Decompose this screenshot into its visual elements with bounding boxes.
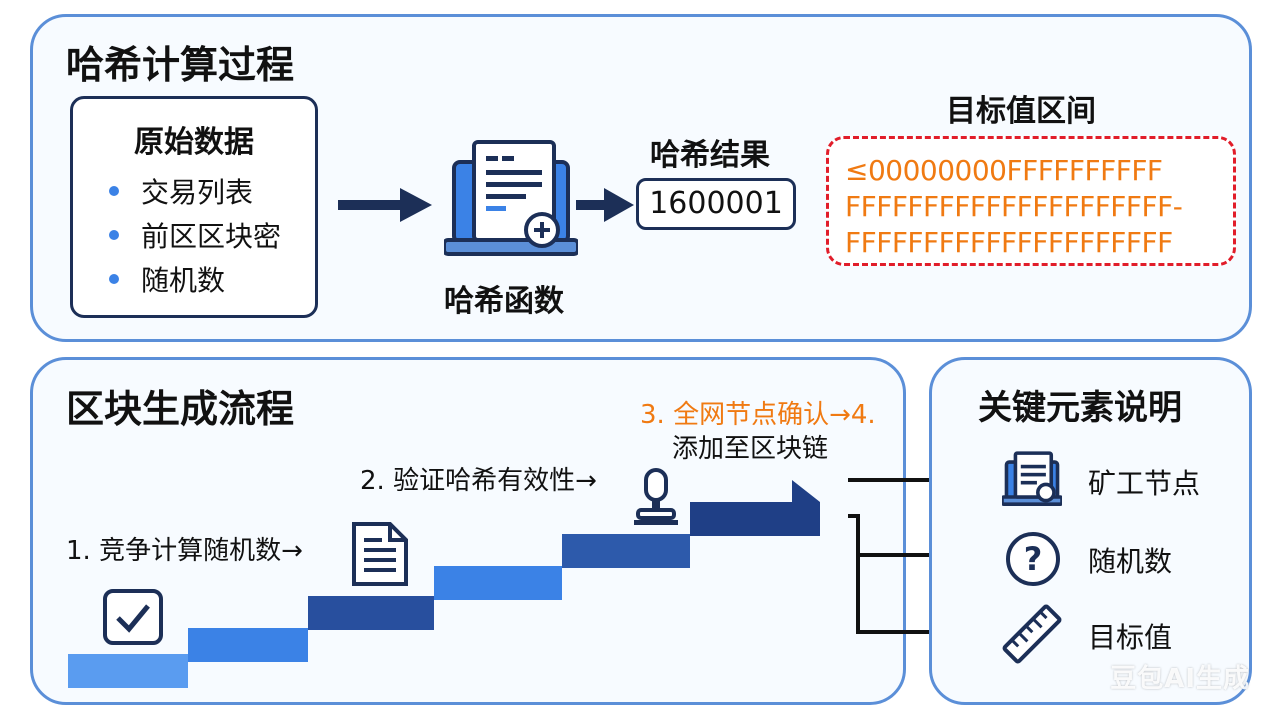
legend-panel bbox=[929, 357, 1252, 705]
arrow-to-hash-function bbox=[338, 188, 432, 222]
hash-result-value: 1600001 bbox=[636, 178, 796, 230]
connector-line bbox=[848, 478, 974, 482]
target-range-line: ≤00000000FFFFFFFFFF bbox=[845, 154, 1163, 187]
miner-node-icon bbox=[1002, 451, 1062, 506]
flow-step-bar bbox=[188, 628, 308, 662]
checkbox-icon bbox=[103, 589, 163, 645]
target-range-line: FFFFFFFFFFFFFFFFFFFFF bbox=[845, 226, 1173, 259]
flow-step-bar bbox=[562, 534, 690, 568]
hash-result-label: 哈希结果 bbox=[650, 138, 770, 173]
flow-step-bar bbox=[308, 596, 434, 630]
flow-step-bar bbox=[68, 654, 188, 688]
arrow-to-hash-result bbox=[576, 188, 634, 222]
target-range-box: ≤00000000FFFFFFFFFF FFFFFFFFFFFFFFFFFFFF… bbox=[826, 136, 1236, 266]
connector-line bbox=[848, 514, 860, 518]
ruler-icon bbox=[1002, 604, 1062, 664]
legend-item-label: 随机数 bbox=[1088, 545, 1173, 578]
connector-line bbox=[856, 630, 974, 634]
legend-item-label: 矿工节点 bbox=[1088, 467, 1201, 500]
legend-item-label: 目标值 bbox=[1088, 621, 1173, 654]
raw-data-item: 交易列表 bbox=[109, 171, 253, 211]
bullet-icon bbox=[109, 274, 119, 284]
flow-final-arrow bbox=[690, 480, 820, 536]
flow-step-bar bbox=[434, 566, 562, 600]
flow-step-4-label: 添加至区块链 bbox=[672, 434, 829, 464]
legend-title: 关键元素说明 bbox=[978, 388, 1182, 428]
flow-step-3-label: 3. 全网节点确认→4. bbox=[640, 400, 876, 430]
hash-function-icon bbox=[444, 140, 578, 256]
question-icon: ? bbox=[1006, 532, 1060, 586]
svg-text:?: ? bbox=[1024, 540, 1043, 578]
block-flow-title: 区块生成流程 bbox=[66, 387, 295, 431]
bullet-icon bbox=[109, 186, 119, 196]
bullet-icon bbox=[109, 230, 119, 240]
document-icon bbox=[352, 522, 408, 586]
raw-data-title: 原始数据 bbox=[134, 125, 254, 160]
connector-line bbox=[856, 514, 860, 634]
raw-data-item: 随机数 bbox=[109, 259, 225, 299]
watermark: 豆包AI生成 bbox=[1110, 664, 1250, 694]
connector-line bbox=[856, 553, 974, 557]
stamp-icon bbox=[634, 468, 678, 525]
flow-step-2-label: 2. 验证哈希有效性→ bbox=[360, 466, 597, 496]
flow-step-1-label: 1. 竞争计算随机数→ bbox=[66, 536, 303, 566]
hash-function-label: 哈希函数 bbox=[444, 284, 564, 319]
raw-data-item: 前区区块密 bbox=[109, 215, 281, 255]
target-range-label: 目标值区间 bbox=[946, 94, 1096, 129]
raw-data-box: 原始数据 交易列表 前区区块密 随机数 bbox=[70, 96, 318, 318]
hash-process-title: 哈希计算过程 bbox=[66, 43, 295, 87]
target-range-line: FFFFFFFFFFFFFFFFFFFFF- bbox=[845, 190, 1183, 223]
